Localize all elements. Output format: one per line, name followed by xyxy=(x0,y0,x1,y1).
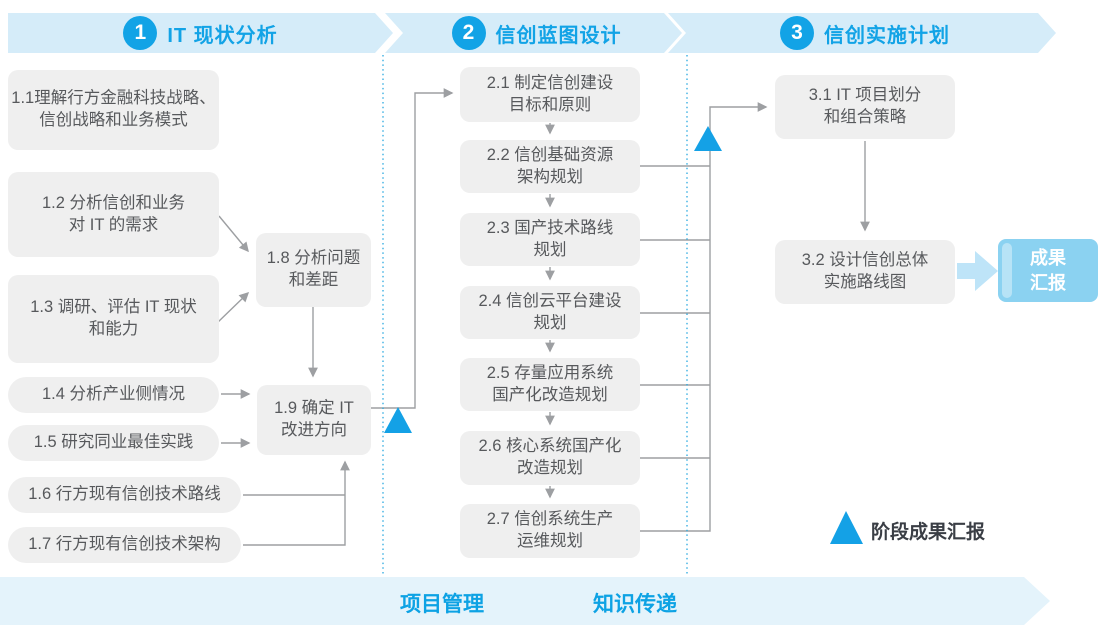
box-text: 1.5 研究同业最佳实践 xyxy=(33,433,194,452)
phase-number-badge: 3 xyxy=(780,16,814,50)
box-text: 成果 xyxy=(1030,248,1066,269)
box-text: 2.2 信创基础资源 xyxy=(486,145,614,164)
box-1-9: 1.9 确定 IT 改进方向 xyxy=(257,385,371,455)
box-text: 1.9 确定 IT xyxy=(274,399,354,418)
box-text: 和差距 xyxy=(288,271,339,289)
phase-label: 信创实施计划 xyxy=(824,24,950,47)
connector-1-3-to-1-8 xyxy=(215,291,250,325)
box-1-4: 1.4 分析产业侧情况 xyxy=(8,377,219,413)
footer-band: 项目管理 知识传递 xyxy=(0,577,1050,625)
phase-banner-1: 1 IT 现状分析 xyxy=(8,13,393,53)
phase-label: IT 现状分析 xyxy=(167,24,278,47)
box-text: 目标和原则 xyxy=(508,95,592,114)
box-text: 2.4 信创云平台建设 xyxy=(478,291,622,310)
box-text: 1.7 行方现有信创技术架构 xyxy=(28,535,221,554)
box-text: 运维规划 xyxy=(517,532,583,550)
box-2-5: 2.5 存量应用系统 国产化改造规划 xyxy=(460,358,640,411)
box-text: 3.2 设计信创总体 xyxy=(801,251,929,270)
box-2-2: 2.2 信创基础资源 架构规划 xyxy=(460,140,640,193)
box-text: 2.6 核心系统国产化 xyxy=(478,437,622,456)
box-text: 规划 xyxy=(533,313,567,332)
phase-number-badge: 2 xyxy=(452,16,486,50)
box-2-4: 2.4 信创云平台建设 规划 xyxy=(460,286,640,339)
box-text: 1.2 分析信创和业务 xyxy=(41,193,186,212)
box-1-1: 1.1理解行方金融科技战略、 信创战略和业务模式 xyxy=(8,70,219,150)
box-2-3: 2.3 国产技术路线 规划 xyxy=(460,213,640,266)
connector-2-7-to-3-1 xyxy=(640,102,768,532)
box-text: 和组合策略 xyxy=(823,108,907,126)
footer-item-project-management: 项目管理 xyxy=(400,593,484,616)
box-text: 1.1理解行方金融科技战略、 xyxy=(11,89,216,108)
outcome-arrow-icon xyxy=(957,251,998,291)
box-text: 改造规划 xyxy=(517,459,583,477)
box-text: 对 IT 的需求 xyxy=(68,215,159,234)
box-1-2: 1.2 分析信创和业务 对 IT 的需求 xyxy=(8,172,219,257)
legend-triangle-icon xyxy=(830,511,863,544)
phase-label: 信创蓝图设计 xyxy=(495,24,622,47)
box-text: 信创战略和业务模式 xyxy=(39,111,188,129)
box-text: 2.5 存量应用系统 xyxy=(486,363,614,382)
box-text: 2.7 信创系统生产 xyxy=(486,510,614,529)
box-text: 改进方向 xyxy=(281,421,347,439)
milestone-triangle-icon xyxy=(694,126,722,151)
box-text: 和能力 xyxy=(88,320,139,338)
box-text: 1.8 分析问题 xyxy=(266,249,361,268)
box-1-3: 1.3 调研、评估 IT 现状 和能力 xyxy=(8,275,219,363)
milestone-triangle-icon xyxy=(384,407,412,433)
phase-banner-3: 3 信创实施计划 xyxy=(668,13,1056,53)
box-1-7: 1.7 行方现有信创技术架构 xyxy=(8,527,241,563)
box-1-5: 1.5 研究同业最佳实践 xyxy=(8,425,219,461)
box-2-7: 2.7 信创系统生产 运维规划 xyxy=(460,504,640,558)
box-text: 1.3 调研、评估 IT 现状 xyxy=(30,298,197,317)
box-text: 架构规划 xyxy=(517,167,583,186)
box-text: 实施路线图 xyxy=(823,273,907,291)
connector-1-9-to-2-1 xyxy=(371,88,454,409)
box-1-8: 1.8 分析问题 和差距 xyxy=(256,233,371,307)
box-text: 规划 xyxy=(533,240,567,259)
box-text: 2.3 国产技术路线 xyxy=(486,218,614,237)
phase-banner-2: 2 信创蓝图设计 xyxy=(385,13,682,53)
box-text: 1.4 分析产业侧情况 xyxy=(41,385,186,404)
box-3-2: 3.2 设计信创总体 实施路线图 xyxy=(775,240,955,304)
box-2-6: 2.6 核心系统国产化 改造规划 xyxy=(460,431,640,485)
outcome-report-box: 成果 汇报 xyxy=(998,239,1098,302)
box-1-6: 1.6 行方现有信创技术路线 xyxy=(8,477,241,513)
box-2-1: 2.1 制定信创建设 目标和原则 xyxy=(460,67,640,122)
footer-item-knowledge-transfer: 知识传递 xyxy=(593,593,677,616)
legend-label: 阶段成果汇报 xyxy=(871,522,986,543)
box-text: 汇报 xyxy=(1030,272,1066,293)
box-3-1: 3.1 IT 项目划分 和组合策略 xyxy=(775,75,955,139)
box-text: 1.6 行方现有信创技术路线 xyxy=(28,485,221,504)
connector-1-2-to-1-8 xyxy=(218,215,249,253)
box-text: 国产化改造规划 xyxy=(492,385,608,404)
phase-number-badge: 1 xyxy=(123,16,157,50)
box-text: 3.1 IT 项目划分 xyxy=(808,86,922,105)
connector-1-7-to-1-9 xyxy=(243,460,350,546)
box-text: 2.1 制定信创建设 xyxy=(486,73,614,92)
